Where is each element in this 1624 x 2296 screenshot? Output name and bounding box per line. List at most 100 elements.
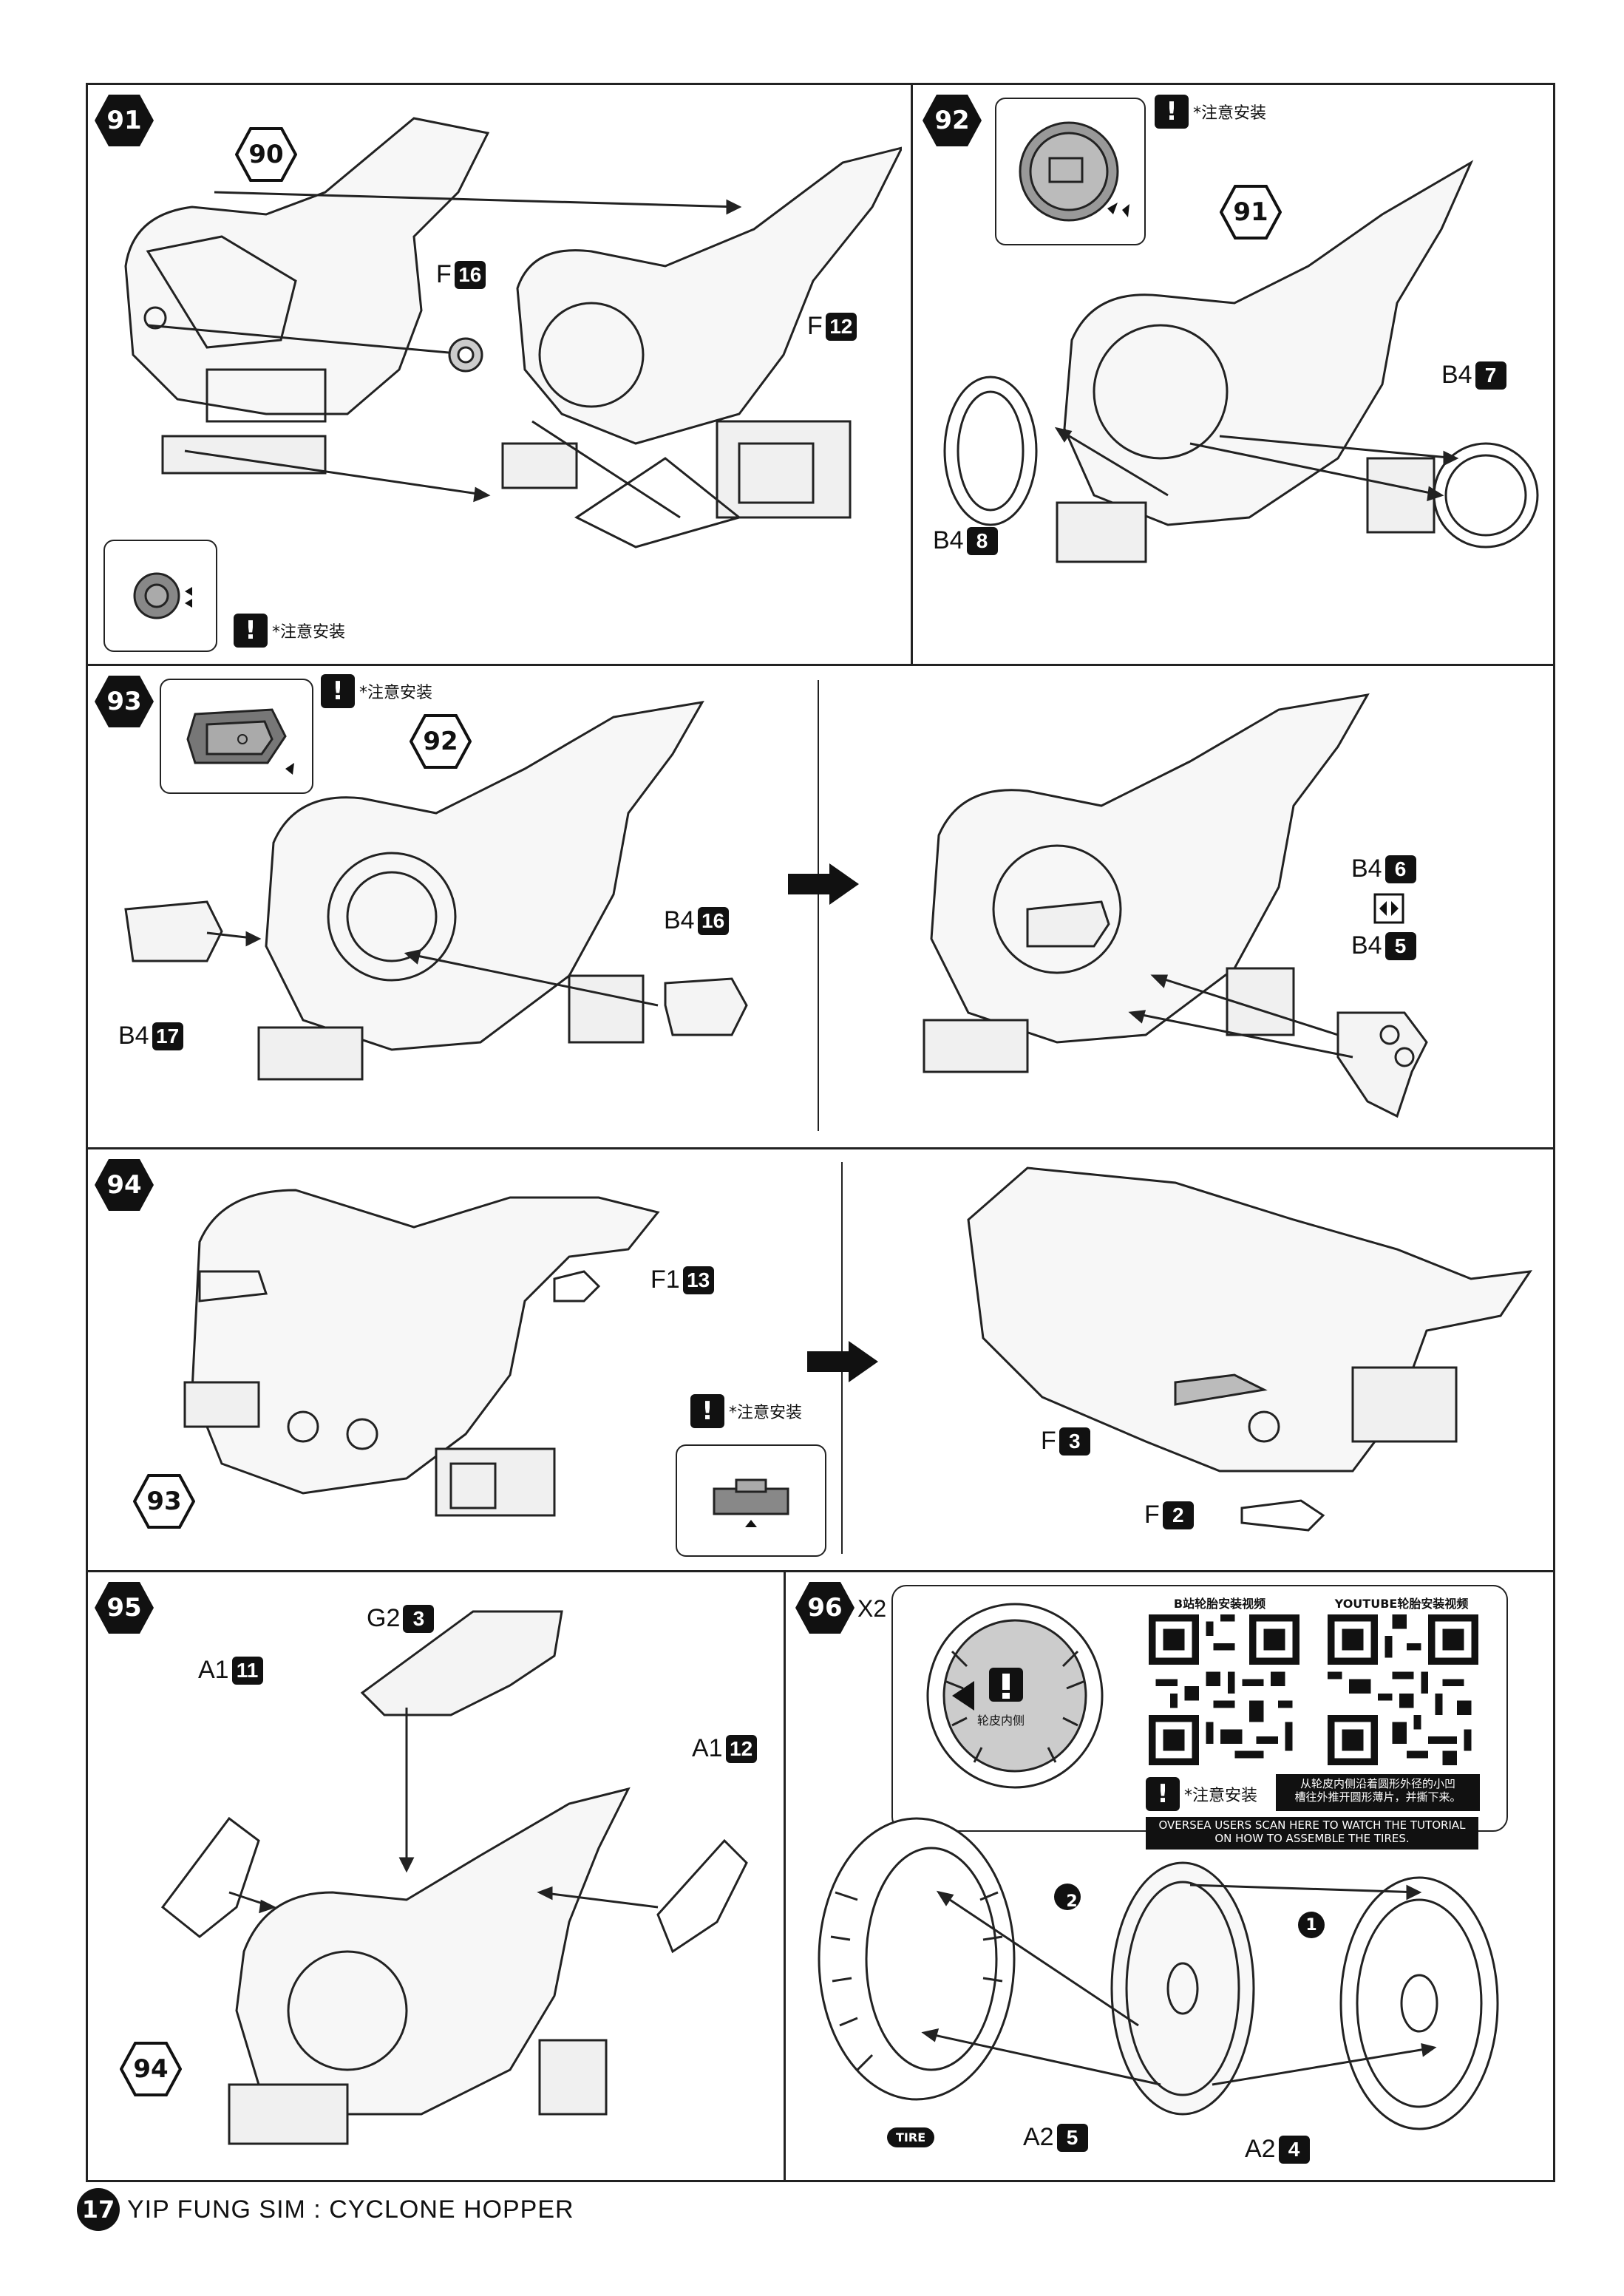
- step-badge: 91: [93, 93, 155, 148]
- order-badge-1: 1: [1305, 1915, 1317, 1935]
- part-label-f16: F 16: [436, 260, 486, 289]
- step-badge: 96: [794, 1580, 856, 1635]
- swap-icon: [1373, 893, 1404, 924]
- assembly-drawing: [954, 1161, 1538, 1560]
- part-number: 2: [1162, 1501, 1194, 1529]
- part-number: 13: [682, 1266, 714, 1294]
- part-number: 12: [825, 312, 857, 341]
- ref-number: 94: [133, 2054, 169, 2084]
- oversea-banner: OVERSEA USERS SCAN HERE TO WATCH THE TUT…: [1146, 1817, 1478, 1850]
- part-label-a1-11: A1 11: [198, 1656, 263, 1685]
- qr-code-bilibili[interactable]: [1149, 1614, 1299, 1765]
- assembly-drawing: [103, 103, 902, 577]
- part-label-b4-7: B4 7: [1441, 361, 1506, 390]
- assembly-drawing: [140, 1597, 776, 2173]
- notice-text: *注意安装: [359, 684, 433, 702]
- assembly-drawing: [111, 695, 776, 1138]
- order-badge-2: 2: [1066, 1892, 1078, 1911]
- step-badge: 94: [93, 1158, 155, 1212]
- ref-number: 92: [423, 727, 458, 756]
- part-number: 7: [1475, 361, 1506, 390]
- part-number: 12: [725, 1734, 757, 1763]
- step-number: 95: [106, 1593, 142, 1623]
- detail-box: [676, 1444, 826, 1557]
- part-number: 3: [1059, 1427, 1090, 1456]
- ref-number: 93: [146, 1487, 182, 1516]
- part-number: 16: [697, 906, 729, 935]
- divider: [86, 1147, 1555, 1149]
- ref-number: 90: [248, 140, 284, 169]
- step-number: 92: [934, 106, 970, 135]
- page-footer: 17 YIP FUNG SIM : CYCLONE HOPPER: [77, 2188, 574, 2231]
- tire-detail-drawing: [923, 1600, 1107, 1792]
- warning-icon: !: [234, 614, 268, 648]
- part-number: 5: [1056, 2123, 1088, 2152]
- qr-code-youtube[interactable]: [1328, 1614, 1478, 1765]
- next-arrow: [788, 863, 859, 905]
- assembly-drawing: [170, 1168, 761, 1552]
- part-number: 17: [152, 1022, 183, 1050]
- step-badge: 95: [93, 1580, 155, 1635]
- notice: ! *注意安装: [690, 1394, 802, 1428]
- part-number: 5: [1385, 931, 1416, 960]
- step-badge: 92: [921, 93, 983, 148]
- tire-inner-label: 轮皮内侧: [977, 1713, 1025, 1728]
- ref-badge: 91: [1220, 185, 1282, 240]
- next-arrow: [807, 1341, 878, 1382]
- notice: ! *注意安装: [1146, 1777, 1257, 1811]
- detail-box: [160, 679, 313, 794]
- divider: [911, 83, 913, 665]
- divider: [86, 664, 1555, 666]
- notice-text: *注意安装: [1193, 104, 1267, 123]
- multiplier: X2: [857, 1595, 887, 1622]
- part-label-b4-5: B4 5: [1351, 931, 1416, 960]
- part-label-b4-16: B4 16: [664, 906, 729, 935]
- detail-box: [995, 98, 1146, 245]
- notice-text: *注意安装: [729, 1404, 803, 1422]
- notice: ! *注意安装: [321, 674, 432, 708]
- part-label-g2-3: G2 3: [367, 1604, 435, 1633]
- assembly-drawing: [924, 148, 1545, 621]
- step-number: 94: [106, 1170, 142, 1200]
- part-number: 11: [231, 1656, 263, 1685]
- ref-badge: 93: [133, 1474, 195, 1529]
- part-label-b4-8: B4 8: [933, 526, 998, 555]
- part-label-a2-5: A2 5: [1023, 2123, 1088, 2152]
- part-number: 6: [1385, 855, 1416, 883]
- ref-badge: 94: [120, 2042, 182, 2096]
- divider: [784, 1570, 786, 2182]
- part-label-f3: F 3: [1041, 1427, 1090, 1456]
- product-title: YIP FUNG SIM : CYCLONE HOPPER: [127, 2195, 574, 2224]
- divider: [818, 680, 819, 1131]
- part-number: 3: [403, 1604, 435, 1633]
- ref-number: 91: [1233, 197, 1268, 227]
- warning-icon: !: [321, 674, 355, 708]
- assembly-drawing: [909, 687, 1545, 1131]
- part-label-b4-17: B4 17: [118, 1022, 183, 1050]
- notice: ! *注意安装: [234, 614, 345, 648]
- part-label-a1-12: A1 12: [692, 1734, 757, 1763]
- warning-icon: !: [1155, 95, 1189, 129]
- ref-badge: 90: [235, 127, 297, 182]
- notice-text: *注意安装: [272, 623, 346, 642]
- divider: [86, 1570, 1555, 1572]
- part-label-a2-4: A2 4: [1245, 2135, 1310, 2164]
- notice: ! *注意安装: [1155, 95, 1266, 129]
- part-number: 4: [1278, 2135, 1310, 2164]
- part-number: 8: [966, 526, 998, 555]
- wheel-assembly-drawing: [813, 1804, 1538, 2151]
- warning-icon: !: [1146, 1777, 1180, 1811]
- qr-title-youtube: YOUTUBE轮胎安装视频: [1334, 1597, 1469, 1611]
- step-badge: 93: [93, 674, 155, 729]
- warning-icon: !: [690, 1394, 724, 1428]
- part-label-f12: F 12: [807, 312, 857, 341]
- detail-box: [103, 540, 217, 652]
- part-label-b4-6: B4 6: [1351, 855, 1416, 883]
- step-number: 96: [807, 1593, 843, 1623]
- part-label-f2: F 2: [1144, 1501, 1194, 1529]
- page-number: 17: [77, 2188, 120, 2231]
- ref-badge: 92: [410, 714, 472, 769]
- step-number: 91: [106, 106, 142, 135]
- part-label-f1-13: F1 13: [650, 1266, 714, 1294]
- part-number: 16: [454, 260, 486, 289]
